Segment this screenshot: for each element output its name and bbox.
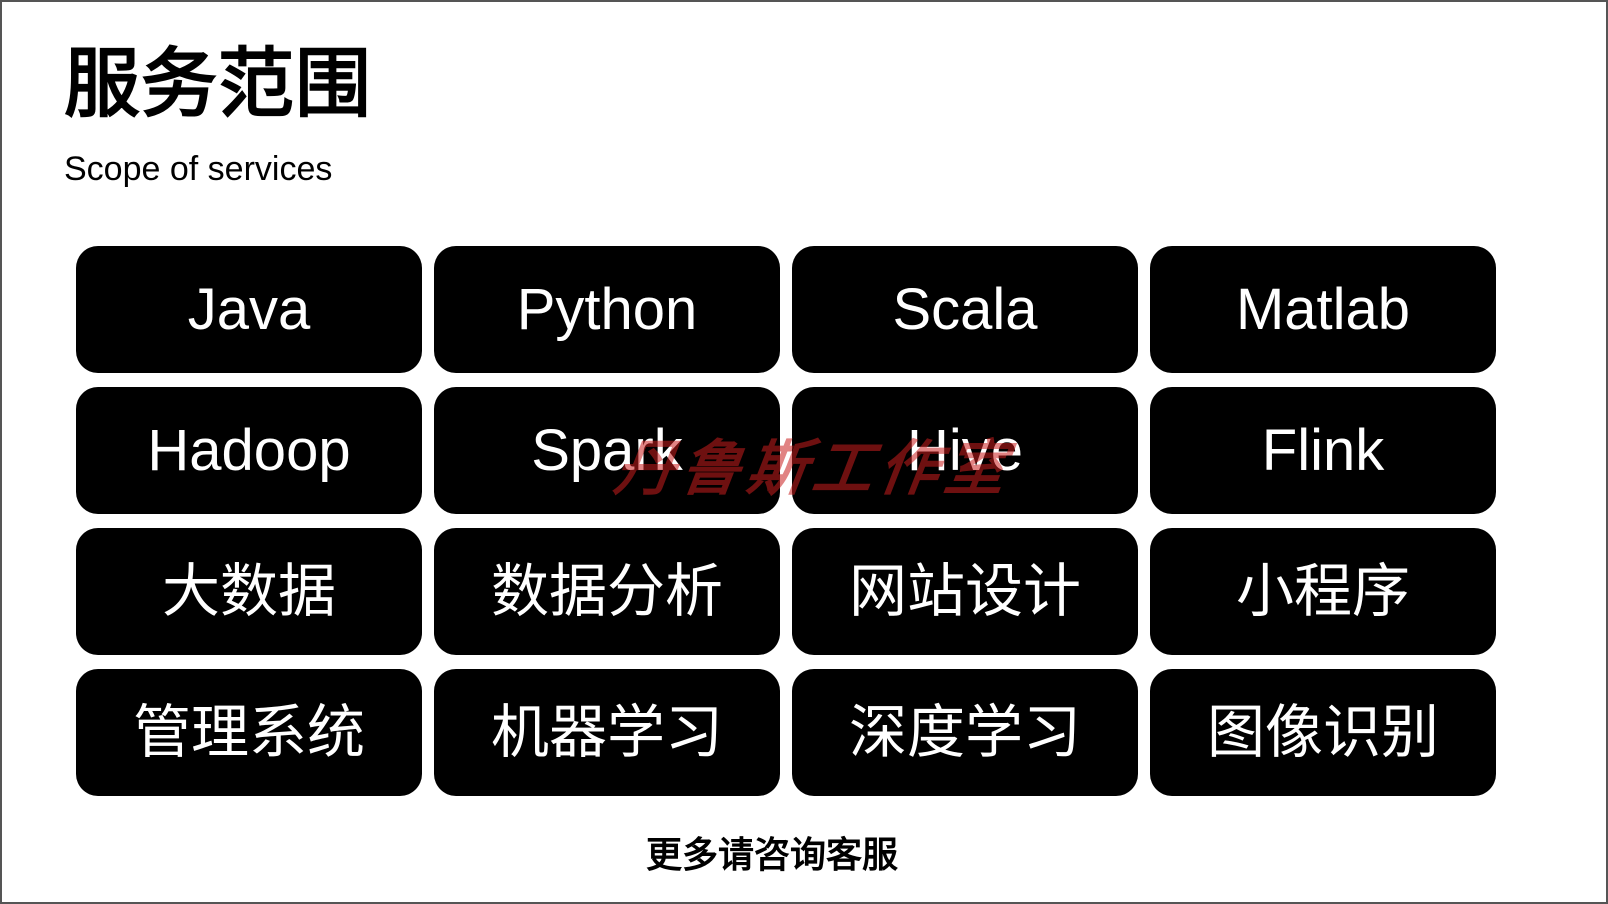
service-tile-image-recognition[interactable]: 图像识别: [1150, 669, 1496, 796]
service-tile-matlab[interactable]: Matlab: [1150, 246, 1496, 373]
service-tile-flink[interactable]: Flink: [1150, 387, 1496, 514]
service-tile-java[interactable]: Java: [76, 246, 422, 373]
service-tile-hadoop[interactable]: Hadoop: [76, 387, 422, 514]
service-label: Matlab: [1235, 276, 1411, 342]
service-label: 深度学习: [848, 699, 1081, 765]
service-tile-management-system[interactable]: 管理系统: [76, 669, 422, 796]
service-label: Python: [516, 276, 698, 342]
services-grid: Java Python Scala Matlab Hadoop Spark Hi…: [76, 246, 1496, 796]
page-title: 服务范围: [64, 39, 372, 128]
service-label: Hive: [906, 417, 1024, 483]
service-tile-mini-program[interactable]: 小程序: [1150, 528, 1496, 655]
footer-note: 更多请咨询客服: [645, 835, 898, 876]
page-subtitle: Scope of services: [64, 150, 333, 188]
service-tile-big-data[interactable]: 大数据: [76, 528, 422, 655]
service-label: 机器学习: [490, 699, 723, 765]
service-tile-python[interactable]: Python: [434, 246, 780, 373]
service-tile-machine-learning[interactable]: 机器学习: [434, 669, 780, 796]
service-label: 网站设计: [848, 558, 1081, 624]
service-label: 小程序: [1235, 558, 1410, 624]
service-label: 图像识别: [1206, 699, 1439, 765]
service-label: Spark: [531, 417, 683, 483]
service-label: 大数据: [161, 558, 336, 624]
service-tile-scala[interactable]: Scala: [792, 246, 1138, 373]
service-tile-web-design[interactable]: 网站设计: [792, 528, 1138, 655]
service-tile-deep-learning[interactable]: 深度学习: [792, 669, 1138, 796]
service-label: 数据分析: [490, 558, 723, 624]
service-tile-spark[interactable]: Spark: [434, 387, 780, 514]
service-label: 管理系统: [132, 699, 365, 765]
service-label: Scala: [892, 276, 1038, 342]
service-tile-data-analysis[interactable]: 数据分析: [434, 528, 780, 655]
service-tile-hive[interactable]: Hive: [792, 387, 1138, 514]
service-label: Hadoop: [147, 417, 351, 483]
service-label: Java: [187, 276, 311, 342]
service-label: Flink: [1261, 417, 1385, 483]
